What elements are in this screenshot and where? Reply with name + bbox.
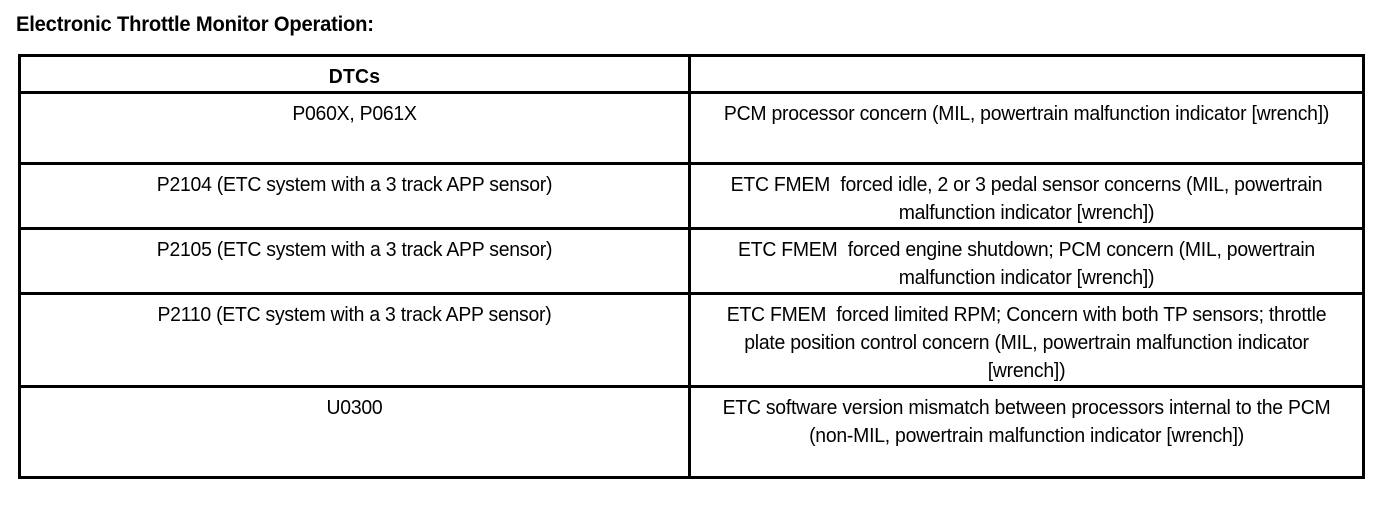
table-cell-description: ETC software version mismatch between pr…: [688, 385, 1365, 479]
table-row: P2104 (ETC system with a 3 track APP sen…: [18, 162, 1365, 230]
dtc-description: PCM processor concern (MIL, powertrain m…: [723, 103, 1330, 125]
dtc-code: P060X, P061X: [292, 103, 417, 125]
table-cell-description: ETC FMEM forced limited RPM; Concern wit…: [688, 292, 1365, 388]
table-row: P2105 (ETC system with a 3 track APP sen…: [18, 227, 1365, 295]
dtc-description: ETC software version mismatch between pr…: [722, 397, 1336, 447]
table-cell-description: PCM processor concern (MIL, powertrain m…: [688, 91, 1365, 165]
table-cell-dtc: P2105 (ETC system with a 3 track APP sen…: [18, 227, 691, 295]
table-cell-dtc: P060X, P061X: [18, 91, 691, 165]
dtc-description: ETC FMEM forced idle, 2 or 3 pedal senso…: [730, 174, 1328, 224]
table-header-row: DTCs: [18, 54, 1365, 94]
column-header-description: [701, 57, 1352, 97]
table-cell-description: ETC FMEM forced engine shutdown; PCM con…: [688, 227, 1365, 295]
dtc-description: ETC FMEM forced engine shutdown; PCM con…: [738, 239, 1321, 289]
dtc-code: P2104 (ETC system with a 3 track APP sen…: [156, 174, 553, 196]
table-row: P060X, P061X PCM processor concern (MIL,…: [18, 91, 1365, 165]
column-header-dtcs: DTCs: [328, 66, 381, 88]
table-cell-dtc: U0300: [18, 385, 691, 479]
dtc-description: ETC FMEM forced limited RPM; Concern wit…: [726, 304, 1332, 382]
page-title: Electronic Throttle Monitor Operation:: [16, 13, 374, 36]
dtc-code: P2105 (ETC system with a 3 track APP sen…: [156, 239, 553, 261]
table-cell-description: ETC FMEM forced idle, 2 or 3 pedal senso…: [688, 162, 1365, 230]
table-cell-dtc: P2104 (ETC system with a 3 track APP sen…: [18, 162, 691, 230]
table-row: U0300 ETC software version mismatch betw…: [18, 385, 1365, 479]
table-header-cell-description: [688, 54, 1365, 94]
dtc-code: U0300: [326, 397, 383, 419]
dtc-description-table: DTCs P060X, P061X PCM processor concern …: [18, 54, 1365, 479]
dtc-code: P2110 (ETC system with a 3 track APP sen…: [157, 304, 552, 326]
table-row: P2110 (ETC system with a 3 track APP sen…: [18, 292, 1365, 388]
table-header-cell-dtcs: DTCs: [18, 54, 691, 94]
table-cell-dtc: P2110 (ETC system with a 3 track APP sen…: [18, 292, 691, 388]
